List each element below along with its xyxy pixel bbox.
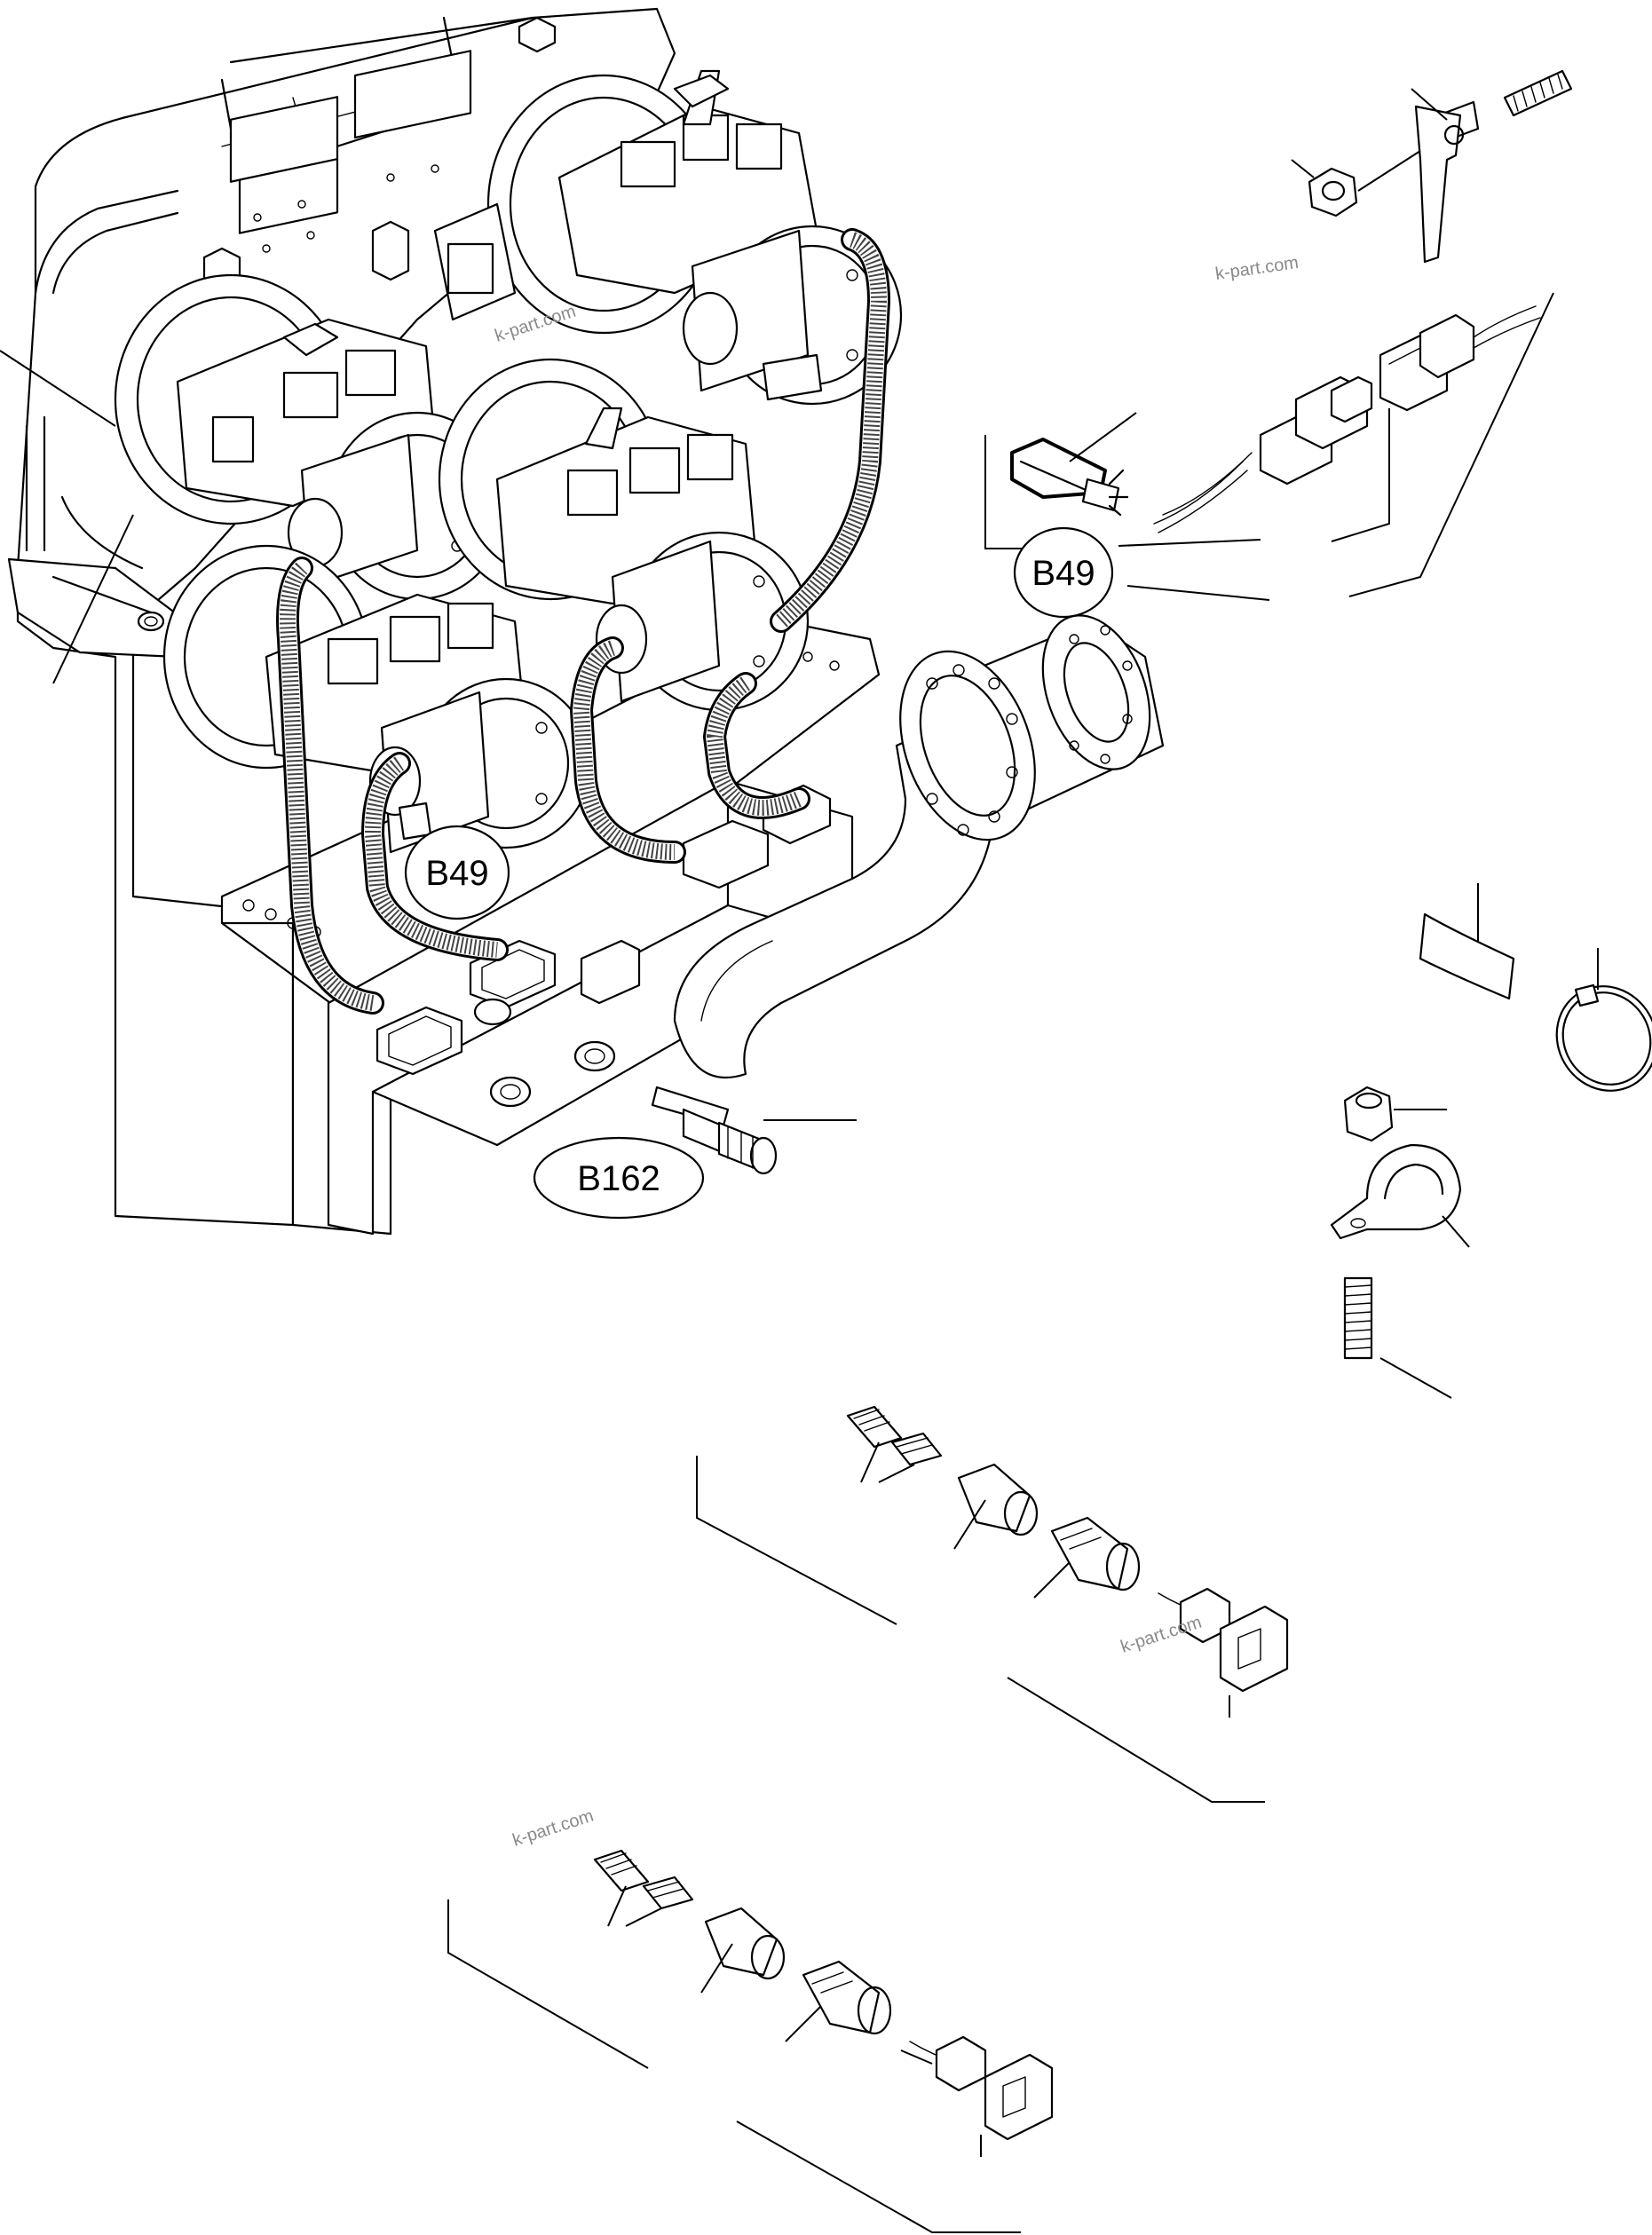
p-clip-assembly (1330, 1086, 1470, 1399)
callout-b49-top-label: B49 (1032, 554, 1095, 593)
cross-member (327, 779, 854, 1236)
callout-b49-middle-label: B49 (425, 854, 488, 893)
callout-b49-top: B49 (1013, 526, 1114, 619)
connector-kit-1 (696, 1405, 1289, 1803)
pressure-sensor-b49-detail (984, 292, 1554, 601)
callout-b49-middle: B49 (404, 825, 510, 920)
pump-unit-middle (438, 358, 810, 712)
discharge-pipe (673, 614, 1165, 1078)
pump-unit-left (114, 273, 508, 601)
hose-sleeve-cable-tie (1419, 883, 1652, 1092)
pump-unit-bottom (162, 544, 592, 854)
mounting-bracket-set (1291, 69, 1573, 264)
pump-unit-top (433, 69, 903, 406)
callout-b162: B162 (533, 1136, 705, 1220)
connector-kit-2 (447, 1849, 1054, 2233)
callout-b162-label: B162 (577, 1159, 660, 1198)
temperature-sensor-b162 (651, 1086, 857, 1175)
watermark-4: k-part.com (510, 1806, 597, 1851)
watermark-3: k-part.com (1118, 1613, 1205, 1657)
sensor-hoses (276, 228, 891, 1015)
watermark-1: k-part.com (1214, 253, 1300, 284)
